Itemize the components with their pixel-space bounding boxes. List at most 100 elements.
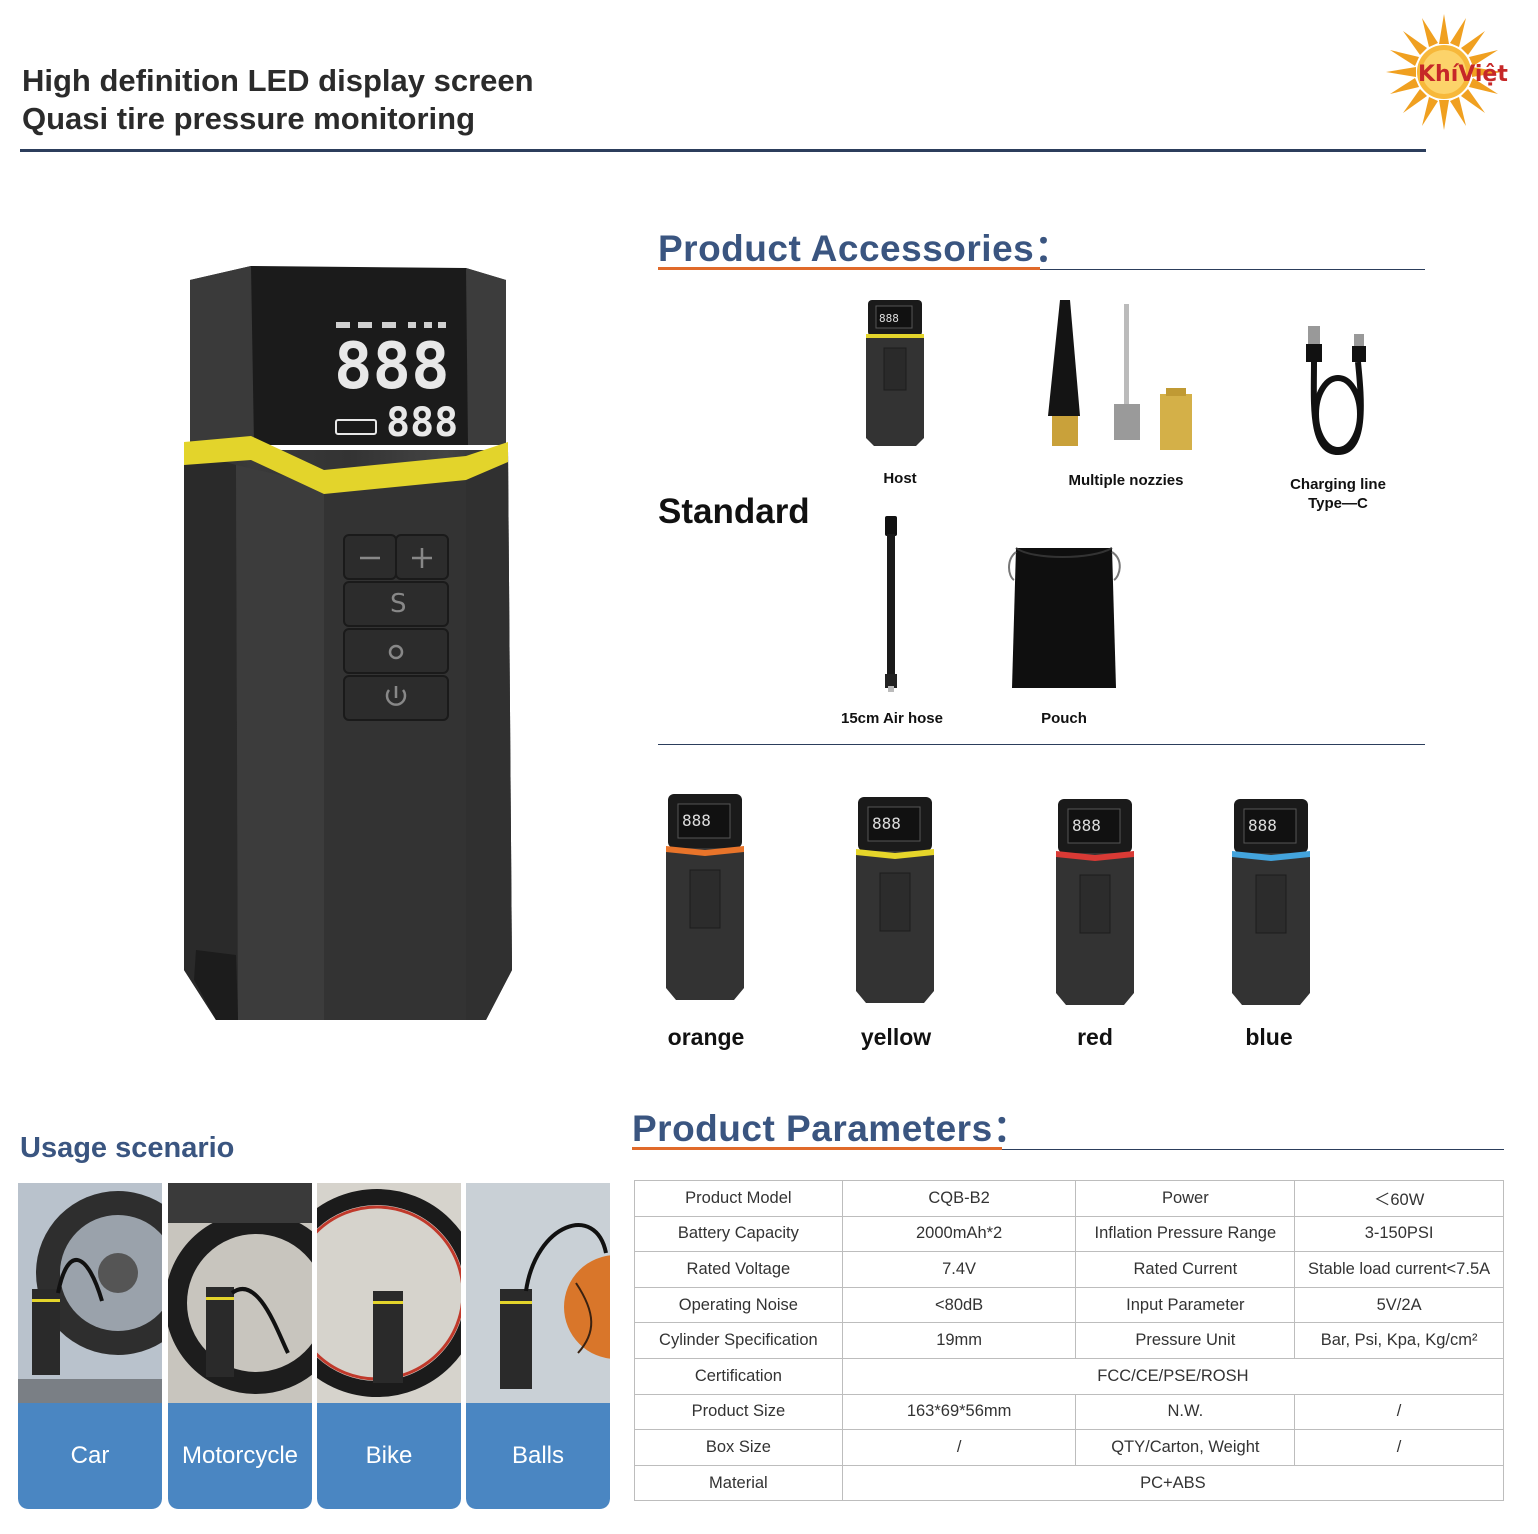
table-row: Battery Capacity 2000mAh*2 Inflation Pre…	[634, 1215, 1504, 1253]
light-button[interactable]	[343, 628, 449, 674]
svg-text:888: 888	[879, 312, 899, 325]
parameters-rule-accent	[632, 1147, 1002, 1150]
accessory-pouch-image	[1008, 547, 1121, 688]
parameters-rule	[632, 1149, 1504, 1150]
header-divider	[20, 149, 1426, 152]
accessory-nozzles-label: Multiple nozzies	[1068, 472, 1184, 489]
table-row: Product Size 163*69*56mm N.W. /	[634, 1393, 1504, 1431]
parameters-table: Product Model CQB-B2 Power ＜60W Battery …	[634, 1180, 1505, 1502]
scenario-balls-photo	[466, 1183, 610, 1403]
scenario-bike-photo	[317, 1183, 461, 1403]
param-value: Bar, Psi, Kpa, Kg/cm²	[1294, 1322, 1504, 1359]
table-row: Cylinder Specification 19mm Pressure Uni…	[634, 1322, 1504, 1359]
table-row: Product Model CQB-B2 Power ＜60W	[634, 1180, 1504, 1217]
svg-text:888: 888	[682, 811, 711, 830]
param-key: Rated Current	[1075, 1251, 1296, 1288]
param-key: Material	[634, 1464, 843, 1502]
set-button[interactable]	[343, 581, 449, 627]
scenario-card-balls: Balls	[466, 1183, 610, 1509]
color-label-red: red	[1077, 1024, 1113, 1050]
param-value: ＜60W	[1294, 1180, 1504, 1217]
param-value: 5V/2A	[1294, 1286, 1504, 1324]
param-value: /	[1294, 1429, 1504, 1466]
accessory-hose-label: 15cm Air hose	[841, 710, 943, 727]
accessory-cable-label-line2: Type—C	[1308, 495, 1368, 512]
lcd-battery-icon	[335, 419, 377, 435]
accessory-host-label: Host	[883, 470, 917, 487]
param-key: Certification	[634, 1357, 843, 1395]
header-title-line1: High definition LED display screen	[22, 63, 534, 98]
table-row: Operating Noise <80dB Input Parameter 5V…	[634, 1286, 1504, 1324]
param-key: Product Size	[634, 1393, 843, 1431]
color-variant-blue-image: 888	[1232, 799, 1310, 1005]
param-value: CQB-B2	[841, 1180, 1077, 1217]
accessory-cable-label-line1: Charging line	[1290, 476, 1386, 493]
param-value: 2000mAh*2	[841, 1215, 1077, 1253]
scenario-bike-label: Bike	[317, 1403, 461, 1509]
param-value: FCC/CE/PSE/ROSH	[841, 1357, 1505, 1395]
table-row: Certification FCC/CE/PSE/ROSH	[634, 1357, 1505, 1395]
scenario-car-label: Car	[18, 1403, 162, 1509]
sun-icon	[388, 644, 404, 660]
sun-logo-icon	[1386, 14, 1502, 130]
usage-heading: Usage scenario	[20, 1132, 235, 1164]
scenario-card-bike: Bike	[317, 1183, 461, 1509]
lcd-main-digits: 888	[334, 330, 450, 404]
param-value: <80dB	[841, 1286, 1077, 1324]
color-variant-yellow-image: 888	[856, 797, 934, 1003]
accessories-heading: Product Accessories：	[658, 228, 1072, 269]
param-key: Rated Voltage	[634, 1251, 843, 1288]
param-key: Power	[1075, 1180, 1296, 1217]
header-title-line2: Quasi tire pressure monitoring	[22, 101, 476, 136]
color-variant-orange-image: 888	[666, 794, 744, 1000]
brand-logo: KhíViệt	[1382, 10, 1512, 130]
param-key: Cylinder Specification	[634, 1322, 843, 1359]
accessory-hose-image	[885, 516, 897, 692]
color-label-orange: orange	[667, 1024, 745, 1050]
table-row: Rated Voltage 7.4V Rated Current Stable …	[634, 1251, 1504, 1288]
lcd-sub-digits: 888	[386, 400, 458, 446]
accessory-pouch-label: Pouch	[1041, 710, 1087, 727]
scenario-card-motorcycle: Motorcycle	[168, 1183, 312, 1509]
standard-label: Standard	[658, 492, 810, 531]
color-label-blue: blue	[1245, 1024, 1293, 1050]
power-icon	[385, 689, 407, 706]
accessories-bottom-rule	[658, 744, 1425, 745]
svg-text:888: 888	[1248, 816, 1277, 835]
param-key: QTY/Carton, Weight	[1075, 1429, 1296, 1466]
param-value: 19mm	[841, 1322, 1077, 1359]
accessories-rule-accent	[658, 267, 1040, 270]
parameters-heading: Product Parameters：	[632, 1108, 1031, 1149]
scenario-balls-label: Balls	[466, 1403, 610, 1509]
param-key: Inflation Pressure Range	[1075, 1215, 1296, 1253]
param-key: Battery Capacity	[634, 1215, 843, 1253]
svg-text:888: 888	[872, 814, 901, 833]
svg-text:888: 888	[1072, 816, 1101, 835]
accessory-nozzles-image	[1048, 300, 1192, 450]
param-value: /	[1294, 1393, 1504, 1431]
accessory-host-image: 888	[866, 300, 924, 446]
param-value: 163*69*56mm	[841, 1393, 1077, 1431]
param-key: Input Parameter	[1075, 1286, 1296, 1324]
param-key: Product Model	[634, 1180, 843, 1217]
s-icon: S	[390, 589, 407, 619]
accessory-cable-label: Charging line Type—C	[1268, 475, 1408, 513]
table-row: Material PC+ABS	[634, 1464, 1505, 1502]
param-key: Pressure Unit	[1075, 1322, 1296, 1359]
accessory-cable-image	[1306, 326, 1366, 456]
hero-product-image: 888 888 S	[184, 266, 512, 1020]
logo-text: KhíViệt	[1418, 62, 1508, 87]
param-value: 3-150PSI	[1294, 1215, 1504, 1253]
param-key: Operating Noise	[634, 1286, 843, 1324]
param-value: Stable load current<7.5A	[1294, 1251, 1504, 1288]
param-key: N.W.	[1075, 1393, 1296, 1431]
scenario-motorcycle-photo	[168, 1183, 312, 1403]
param-value: 7.4V	[841, 1251, 1077, 1288]
scenario-motorcycle-label: Motorcycle	[168, 1403, 312, 1509]
param-value: PC+ABS	[841, 1464, 1505, 1502]
color-variant-red-image: 888	[1056, 799, 1134, 1005]
accessories-rule	[658, 269, 1425, 270]
param-value: /	[841, 1429, 1077, 1466]
scenario-card-car: Car	[18, 1183, 162, 1509]
color-label-yellow: yellow	[860, 1024, 932, 1050]
